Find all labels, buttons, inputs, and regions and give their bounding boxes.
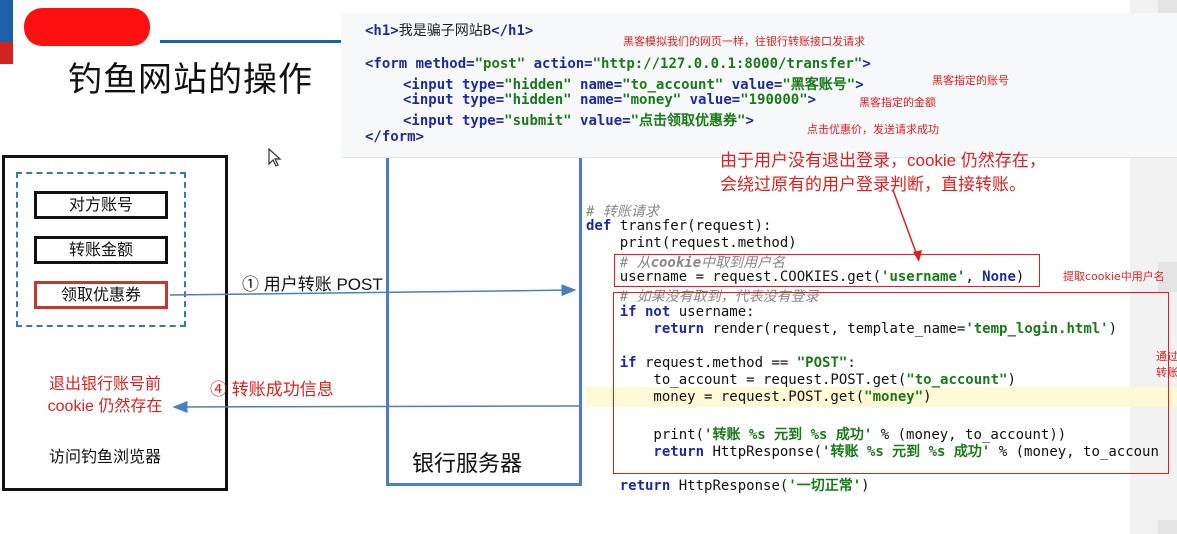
claim-coupon-button[interactable]: 领取优惠券: [34, 281, 168, 309]
code-line-if-not: if not username:: [586, 304, 755, 320]
annotation-hacker-account: 黑客指定的账号: [932, 74, 1009, 87]
explanation-note: 由于用户没有退出登录，cookie 仍然存在， 会绕过原有的用户登录判断，直接转…: [720, 151, 1046, 194]
header-underline: [160, 40, 345, 43]
arrow-transfer-success: [172, 400, 581, 413]
code-comment-transfer: # 转账请求: [586, 204, 659, 220]
transfer-logic-highlight-box: [613, 292, 1169, 474]
code-line-if-post: if request.method == "POST":: [586, 355, 856, 371]
phishing-form-box: [16, 172, 186, 327]
annotation-hacker-request: 黑客模拟我们的网页一样，往银行转账接口发请求: [623, 35, 865, 48]
slide-title: 钓鱼网站的操作: [68, 60, 313, 100]
code-line-form-close: </form>: [365, 129, 425, 145]
code-line-input-money: <input type="hidden" name="money" value=…: [403, 92, 817, 108]
code-line-money: money = request.POST.get("money"): [586, 389, 932, 405]
accent-bar-red: [0, 42, 13, 64]
code-line-return-normal: return HttpResponse('一切正常'): [586, 478, 870, 494]
code-line-input-account: <input type="hidden" name="to_account" v…: [403, 77, 864, 93]
current-line-highlight: [586, 387, 1177, 407]
html-code-panel: <h1>我是骗子网站B</h1> <form method="post" act…: [341, 13, 1177, 158]
code-line-render-login: return render(request, template_name='te…: [586, 321, 1118, 337]
code-line-form-open: <form method="post" action="http://127.0…: [365, 56, 871, 72]
bank-server-label: 银行服务器: [412, 452, 523, 477]
annotation-cut-off: 通过 转账: [1156, 350, 1177, 379]
code-line-print-method: print(request.method): [586, 235, 797, 251]
gutter-mark: [1158, 520, 1177, 534]
mouse-cursor-icon: [268, 148, 282, 167]
arrow-user-transfer-label: ① 用户转账 POST: [242, 275, 383, 294]
pointer-to-cookie-line: [892, 189, 922, 262]
annotation-extract-cookie: 提取cookie中用户名: [1063, 270, 1165, 283]
arrow-transfer-success-label: ④ 转账成功信息: [210, 380, 334, 399]
annotation-hacker-amount: 黑客指定的金额: [859, 96, 936, 109]
code-line-to-account: to_account = request.POST.get("to_accoun…: [586, 372, 1016, 388]
redacted-mark: [24, 8, 150, 46]
cookie-highlight-box: [614, 254, 1040, 287]
code-line-input-submit: <input type="submit" value="点击领取优惠券">: [403, 113, 754, 129]
field-transfer-amount[interactable]: 转账金额: [34, 236, 168, 264]
code-line-return-success: return HttpResponse('转账 %s 元到 %s 成功' % (…: [586, 444, 1159, 460]
code-line-def: def transfer(request):: [586, 218, 772, 234]
code-line-h1: <h1>我是骗子网站B</h1>: [365, 23, 534, 39]
bank-server-box: [386, 140, 582, 486]
code-comment-not-logged: # 如果没有取到，代表没有登录: [586, 289, 819, 305]
phishing-browser-box: [2, 155, 228, 491]
gutter-mark: [1158, 262, 1177, 292]
accent-bar-blue: [0, 0, 13, 42]
arrow-user-transfer: [169, 284, 577, 297]
annotation-click-coupon: 点击优惠价，发送请求成功: [807, 123, 939, 136]
code-line-username: username = request.COOKIES.get('username…: [586, 269, 1025, 285]
field-target-account[interactable]: 对方账号: [34, 191, 168, 219]
code-line-print-success: print('转账 %s 元到 %s 成功' % (money, to_acco…: [586, 427, 1067, 443]
code-comment-cookie: # 从cookie中取到用户名: [586, 255, 786, 271]
phishing-browser-label: 访问钓鱼浏览器: [48, 447, 161, 466]
